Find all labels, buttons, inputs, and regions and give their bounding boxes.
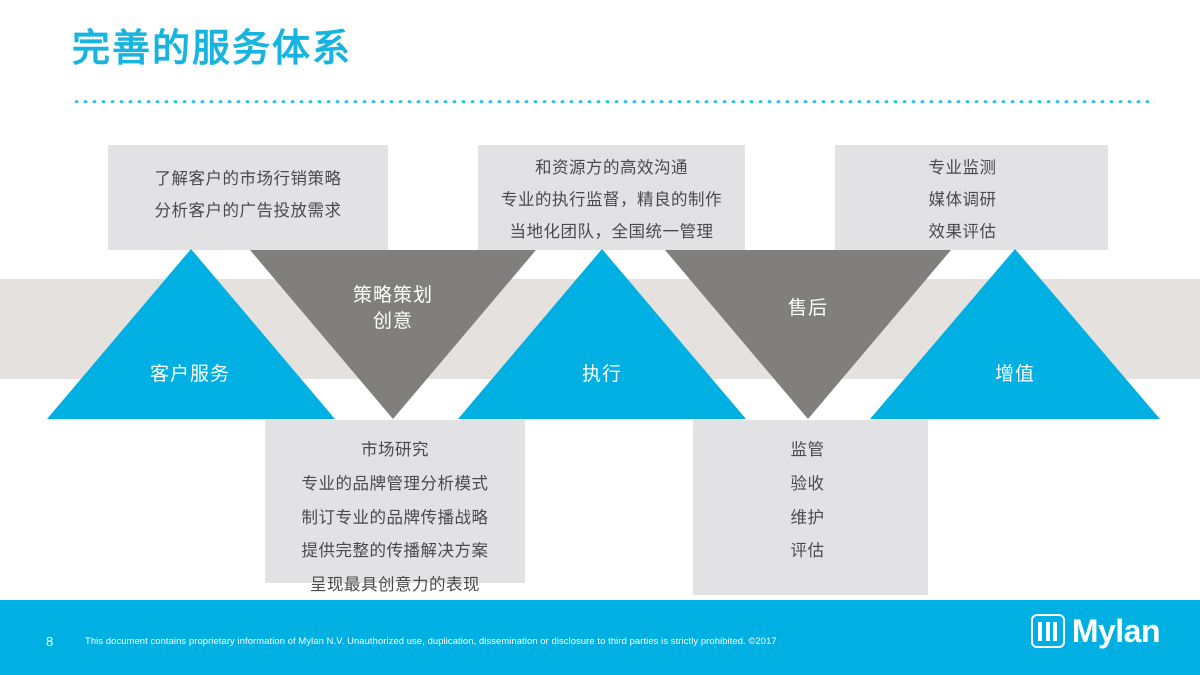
mylan-logo: Mylan: [1030, 613, 1161, 649]
value-added-triangle: [870, 249, 1160, 419]
box-line: 维护: [790, 508, 825, 527]
box-line: 专业监测: [928, 159, 997, 177]
box-line: 专业的品牌管理分析模式: [301, 474, 489, 493]
box-line: 监管: [790, 441, 825, 459]
page-title: 完善的服务体系: [72, 28, 353, 70]
title-dotted-divider: [72, 99, 1155, 103]
bottom-box-strategy: 市场研究 专业的品牌管理分析模式 制订专业的品牌传播战略 提供完整的传播解决方案…: [265, 420, 525, 594]
box-line: 提供完整的传播解决方案: [301, 542, 489, 561]
box-line: 了解客户的市场行销策略: [154, 170, 342, 188]
top-box-customer-service: 了解客户的市场行销策略 分析客户的广告投放需求: [108, 145, 388, 250]
strategy-triangle: [250, 250, 536, 419]
box-line: 市场研究: [361, 441, 429, 459]
box-line: 制订专业的品牌传播战略: [301, 508, 489, 527]
box-line: 效果评估: [928, 223, 997, 242]
box-line: 评估: [790, 542, 825, 561]
box-line: 专业的执行监督，精良的制作: [501, 191, 722, 210]
box-line: 和资源方的高效沟通: [535, 159, 688, 177]
footer-disclaimer: This document contains proprietary infor…: [85, 635, 777, 646]
page-number: 8: [46, 634, 54, 649]
mylan-logo-text: Mylan: [1071, 613, 1161, 649]
after-sales-triangle: [665, 250, 951, 419]
customer-service-triangle: [47, 249, 335, 419]
top-box-value-added: 专业监测 媒体调研 效果评估: [835, 145, 1108, 250]
bottom-box-after-sales: 监管 验收 维护 评估: [693, 420, 928, 595]
execution-triangle: [458, 249, 746, 419]
mylan-logo-mark-icon: [1030, 614, 1065, 648]
footer-bar: [0, 600, 1200, 675]
box-line: 验收: [790, 474, 825, 493]
box-line: 分析客户的广告投放需求: [154, 202, 342, 221]
box-line: 当地化团队，全国统一管理: [509, 223, 714, 242]
box-line: 媒体调研: [928, 191, 997, 210]
top-box-execution: 和资源方的高效沟通 专业的执行监督，精良的制作 当地化团队，全国统一管理: [478, 145, 745, 250]
box-line: 呈现最具创意力的表现: [310, 576, 480, 595]
